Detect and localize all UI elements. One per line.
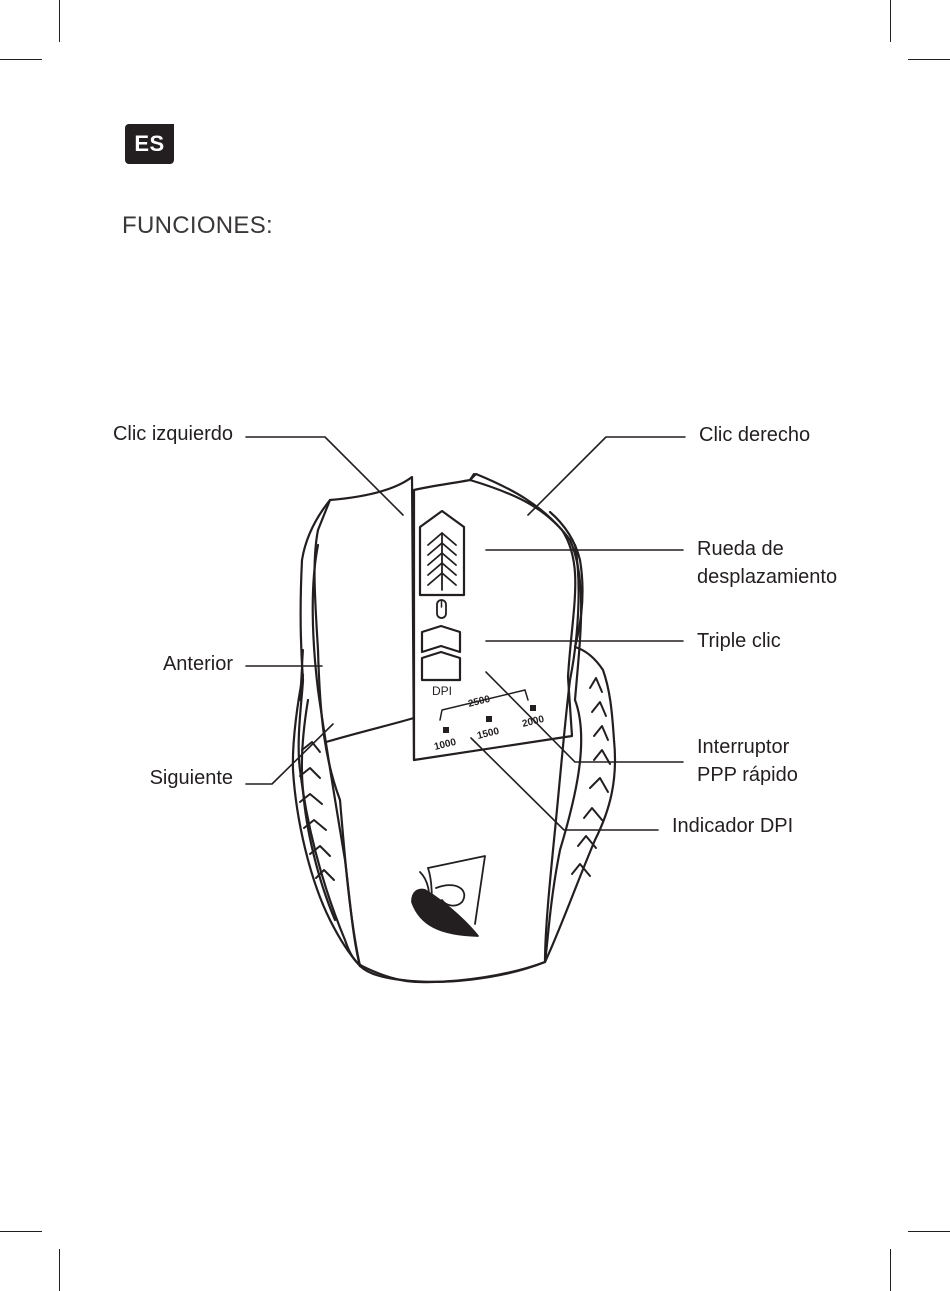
dpi-level-1000: 1000	[433, 737, 458, 753]
section-title: FUNCIONES:	[122, 212, 274, 239]
label-dpi-switch-1: Interruptor	[697, 736, 790, 758]
mouse-left-grip-panel	[291, 673, 362, 968]
viking-ship-logo	[411, 855, 486, 937]
scroll-wheel-chevrons	[427, 532, 457, 591]
dpi-button-label: DPI	[432, 684, 452, 698]
mouse-left-side-line	[311, 543, 362, 968]
scroll-wheel-housing	[418, 509, 466, 597]
dpi-level-2500: 2500	[467, 694, 492, 710]
label-right-click: Clic derecho	[699, 424, 811, 446]
leader-right-click	[527, 436, 686, 516]
leader-left-click	[245, 436, 404, 516]
label-dpi-indicator: Indicador DPI	[672, 815, 794, 837]
language-badge: ES	[125, 124, 174, 164]
mouse-center-strip-top	[412, 478, 472, 492]
crop-mark-top-right-h	[908, 59, 950, 60]
dpi-led-2000	[530, 705, 536, 711]
crop-mark-top-left-h	[0, 59, 42, 60]
leader-dpi-indicator	[470, 737, 659, 831]
side-button-forward	[299, 649, 304, 701]
dpi-level-2000: 2000	[521, 714, 546, 730]
label-scroll-wheel-2: desplazamiento	[697, 566, 838, 588]
label-dpi-switch-2: PPP rápido	[697, 764, 798, 786]
dpi-led-1500	[486, 716, 492, 722]
mouse-left-grip-edge	[300, 698, 337, 922]
dpi-button	[420, 650, 462, 682]
triple-click-button	[420, 624, 462, 654]
mouse-center-strip	[412, 472, 476, 762]
callout-leaders	[245, 436, 686, 831]
crop-mark-bottom-right-h	[908, 1231, 950, 1232]
crop-mark-top-right-v	[890, 0, 891, 42]
dpi-indicator-bracket	[439, 689, 529, 721]
label-back: Siguiente	[149, 767, 233, 789]
mouse-right-side-line	[543, 543, 580, 964]
label-forward: Anterior	[162, 653, 233, 675]
label-triple-click: Triple clic	[697, 630, 781, 652]
mouse-body-outline	[313, 472, 583, 983]
leader-back	[245, 723, 334, 785]
label-left-click: Clic izquierdo	[112, 423, 233, 445]
leader-dpi-switch	[485, 671, 684, 763]
crop-mark-top-left-v	[59, 0, 60, 42]
mouse-palm-divider	[324, 716, 416, 744]
label-scroll-wheel-1: Rueda de	[697, 538, 784, 560]
dpi-led-1000	[443, 727, 449, 733]
crop-mark-bottom-left-v	[59, 1249, 60, 1291]
mouse-shell-outer	[297, 498, 617, 984]
right-grip-chevrons	[571, 677, 611, 877]
crop-mark-bottom-left-h	[0, 1231, 42, 1232]
dpi-level-1500: 1500	[476, 726, 501, 742]
left-grip-chevrons	[299, 741, 335, 881]
crop-mark-bottom-right-v	[890, 1249, 891, 1291]
